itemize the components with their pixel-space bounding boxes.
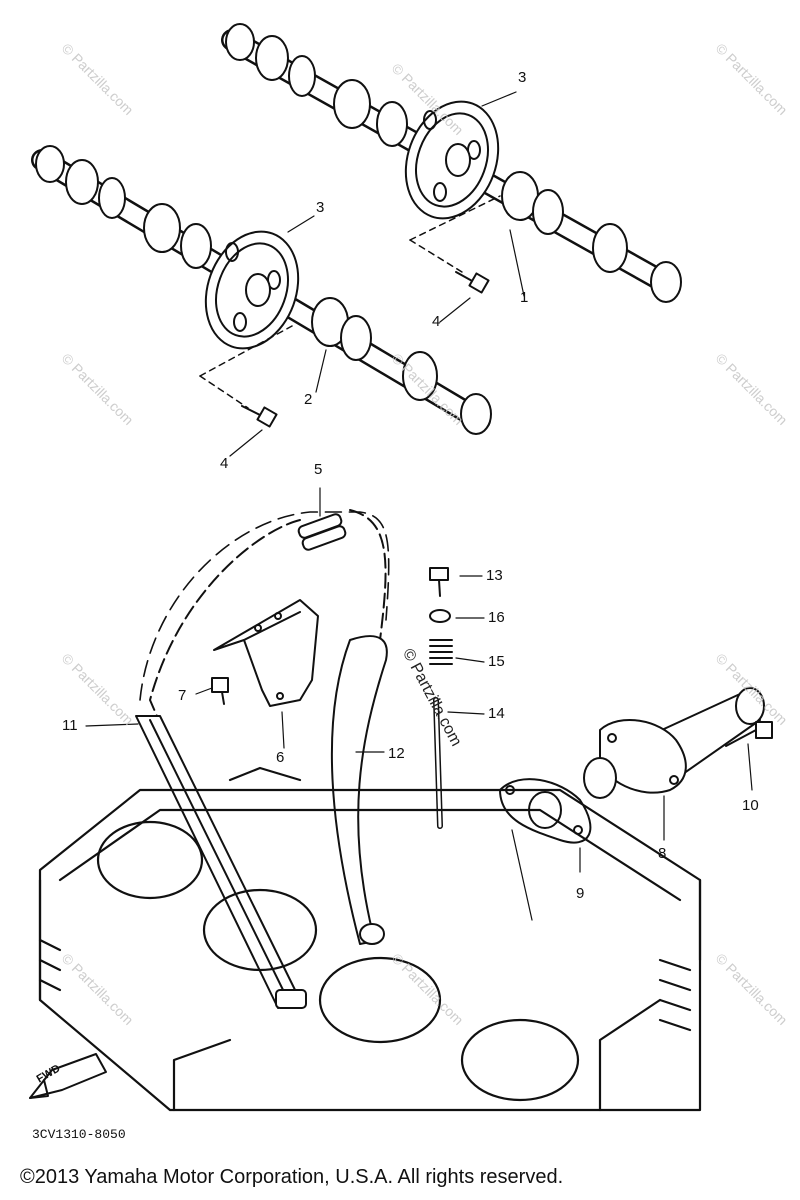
chain-guide-intake	[330, 635, 388, 945]
tensioner-rod	[433, 697, 443, 829]
part-number-14: 14	[488, 705, 505, 722]
part-number-1: 1	[520, 289, 529, 306]
part-number-4-lower: 4	[220, 455, 229, 472]
chain-tensioner	[583, 687, 765, 799]
part-number-6: 6	[276, 749, 285, 766]
part-number-10: 10	[742, 797, 759, 814]
part-number-16: 16	[488, 609, 505, 626]
part-number-11: 11	[62, 717, 78, 734]
part-number-13: 13	[486, 567, 503, 584]
chain-master-link	[297, 513, 347, 551]
tensioner-cap-bolt	[429, 567, 449, 597]
copyright-notice: ©2013 Yamaha Motor Corporation, U.S.A. A…	[20, 1166, 564, 1188]
washer	[429, 609, 451, 623]
part-number-15: 15	[488, 653, 505, 670]
part-number-2: 2	[304, 391, 313, 408]
cam-sprocket-lower	[204, 230, 300, 350]
sprocket-bolt-upper	[455, 271, 490, 294]
guide-bolt	[211, 677, 229, 705]
part-number-12: 12	[388, 745, 405, 762]
part-number-8: 8	[658, 845, 667, 862]
part-number-7: 7	[178, 687, 187, 704]
part-number-3-lower: 3	[316, 199, 325, 216]
chain-guide-top	[213, 599, 319, 707]
tensioner-bolt	[725, 721, 773, 747]
part-number-4-upper: 4	[432, 313, 441, 330]
cam-chain	[149, 509, 387, 1001]
diagram-code: 3CV1310-8050	[32, 1127, 126, 1142]
part-number-9: 9	[576, 885, 585, 902]
cam-sprocket-upper	[404, 100, 500, 220]
fwd-arrow-icon	[29, 1053, 107, 1099]
part-number-3-upper: 3	[518, 69, 527, 86]
cylinder-block	[38, 766, 702, 1112]
sprocket-bolt-lower	[241, 405, 278, 428]
tensioner-spring	[429, 639, 453, 665]
part-number-5: 5	[314, 461, 323, 478]
